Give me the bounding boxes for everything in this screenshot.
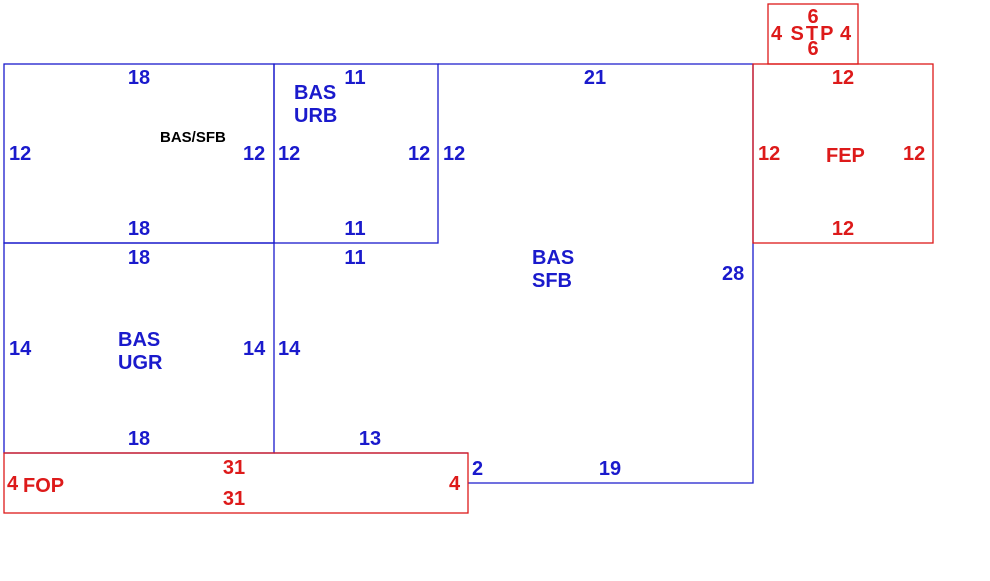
adjacent-left-dim: 14 [278, 338, 301, 360]
bas-sfb-main-bottom-dim: 19 [599, 458, 621, 480]
bas-urb-bottom-dim: 11 [344, 218, 365, 240]
fop-left-dim: 4 [7, 473, 19, 495]
bas-sfb-main-right-dim: 28 [722, 263, 744, 285]
fop-bottom-dim: 31 [223, 488, 245, 510]
bas-sfb-main-riser-dim: 2 [472, 458, 483, 480]
fep-label: FEP [826, 145, 865, 167]
bas-urb-outline [273, 63, 439, 244]
fop-right-dim: 4 [449, 473, 461, 495]
fep-left-dim: 12 [758, 143, 780, 165]
bas-sfb-upper-labels: 18 18 12 12 [9, 67, 265, 240]
bas-ugr-labels: 18 18 14 14 14 BAS UGR [9, 247, 301, 450]
bas-urb-left-dim: 12 [278, 143, 300, 165]
stp-top-dim: 6 [807, 6, 818, 28]
bas-urb-top-dim: 11 [344, 67, 365, 89]
bas-sfb-main-labels: 21 12 28 11 13 2 19 BAS SFB [344, 67, 744, 480]
fep-top-dim: 12 [832, 67, 854, 89]
bas-urb-label-line2: URB [294, 105, 337, 127]
bas-sfb-upper-area-label: BAS/SFB [160, 129, 226, 146]
bas-ugr-right-dim: 14 [243, 338, 266, 360]
stp-right-dim: 4 [840, 23, 852, 45]
living-area-outlines [3, 63, 754, 484]
bas-ugr-bottom-dim: 18 [128, 428, 150, 450]
bas-ugr-label-line1: BAS [118, 329, 160, 351]
stp-label: STP [791, 23, 836, 45]
bas-sfb-main-label-line2: SFB [532, 270, 572, 292]
bas-sfb-main-top-dim: 21 [584, 67, 606, 89]
bas-sfb-upper-top-dim: 18 [128, 67, 150, 89]
stp-left-dim: 4 [771, 23, 783, 45]
fep-right-dim: 12 [903, 143, 925, 165]
bas-sfb-upper-outline [3, 63, 275, 244]
bas-ugr-label-line2: UGR [118, 352, 163, 374]
porch-outlines [3, 3, 934, 514]
fep-labels: 12 12 12 12 FEP [758, 67, 925, 240]
fep-bottom-dim: 12 [832, 218, 854, 240]
fop-label: FOP [23, 475, 64, 497]
bas-urb-labels: 11 11 12 12 BAS URB [278, 67, 430, 240]
bas-sfb-main-label-line1: BAS [532, 247, 574, 269]
stp-labels: 6 6 4 4 STP [771, 6, 852, 60]
bas-sfb-main-step-dim: 13 [359, 428, 381, 450]
fop-top-dim: 31 [223, 457, 245, 479]
bas-sfb-main-left-dim: 12 [443, 143, 465, 165]
bas-urb-right-dim: 12 [408, 143, 430, 165]
bas-urb-label-line1: BAS [294, 82, 336, 104]
bas-sfb-upper-bottom-dim: 18 [128, 218, 150, 240]
bas-ugr-left-dim: 14 [9, 338, 32, 360]
fop-outline [3, 452, 469, 514]
bas-ugr-top-dim: 18 [128, 247, 150, 269]
fop-labels: 31 31 4 4 FOP [7, 457, 461, 510]
stp-outline [767, 3, 859, 65]
bas-sfb-upper-right-dim: 12 [243, 143, 265, 165]
bas-sfb-main-outline [438, 63, 754, 484]
stp-bottom-dim: 6 [807, 38, 818, 60]
bas-sfb-upper-left-dim: 12 [9, 143, 31, 165]
bas-sfb-main-inner-dim: 11 [344, 247, 365, 269]
